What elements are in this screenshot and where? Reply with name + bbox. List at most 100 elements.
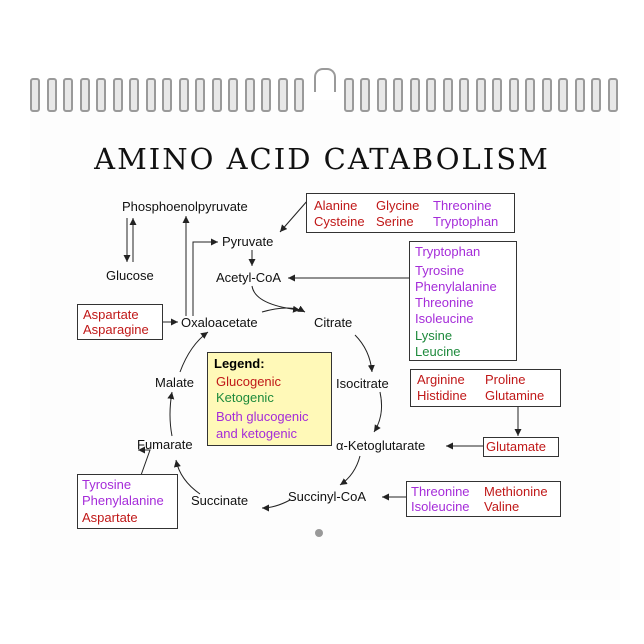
binding-ring (574, 78, 585, 112)
hanger-hook (314, 68, 336, 92)
binding-ring (261, 78, 271, 112)
aa-methionine: Methionine (484, 484, 548, 499)
acetyl-amino-acids-box: Tryptophan Tyrosine Phenylalanine Threon… (409, 241, 517, 361)
binding-ring (508, 78, 519, 112)
binding-ring (112, 78, 123, 112)
arc-malate-oxalo (179, 331, 209, 373)
binding-ring (558, 78, 568, 112)
aa-lysine: Lysine (415, 328, 453, 343)
binding-ring (277, 78, 288, 112)
aa-aspartate: Aspartate (82, 510, 138, 525)
binding-ring (294, 78, 304, 112)
binding-ring (79, 78, 90, 112)
binding-ring (30, 78, 40, 112)
aa-histidine: Histidine (417, 388, 467, 403)
binding-ring (426, 78, 436, 112)
label-acetyl-coa: Acetyl-CoA (216, 270, 282, 285)
label-fumarate: Fumarate (137, 437, 193, 452)
aa-alanine: Alanine (314, 198, 358, 213)
label-citrate: Citrate (314, 315, 353, 330)
binding-ring (376, 78, 387, 112)
arrow-group-to-fumarate (138, 446, 151, 479)
legend-glucogenic: Glucogenic (216, 374, 282, 389)
binding-ring (360, 78, 370, 112)
binding-ring (63, 78, 73, 112)
label-malate: Malate (155, 375, 195, 390)
aa-aspartate: Aspartate (83, 307, 139, 322)
arc-fumarate-malate (167, 391, 175, 437)
aa-tyrosine: Tyrosine (82, 477, 132, 492)
legend-title: Legend: (214, 356, 265, 371)
aa-glutamate: Glutamate (486, 439, 546, 454)
legend-both-line-2: and ketogenic (216, 426, 297, 441)
arc-isocitrate-akg (373, 391, 382, 433)
arrow-acetyl-to-citrate (251, 285, 301, 313)
label-phosphoenolpyruvate: Phosphoenolpyruvate (122, 199, 248, 214)
binding-ring (228, 78, 238, 112)
binding-ring (607, 78, 618, 112)
legend-both-line-1: Both glucogenic (216, 409, 309, 424)
label-alpha-ketoglutarate: α-Ketoglutarate (336, 438, 426, 453)
arrow-oxalo-to-pyruvate (192, 238, 218, 316)
label-succinyl-coa: Succinyl-CoA (288, 489, 367, 504)
binding-ring (393, 78, 403, 112)
arc-akg-succinyl (339, 455, 361, 486)
label-succinate: Succinate (191, 493, 249, 508)
label-isocitrate: Isocitrate (336, 376, 389, 391)
binding-ring (211, 78, 222, 112)
succinyl-amino-acids-box: Threonine Methionine Isoleucine Valine (406, 481, 561, 517)
aa-isoleucine: Isoleucine (415, 311, 474, 326)
binding-ring (129, 78, 139, 112)
aa-leucine: Leucine (415, 344, 461, 359)
binding-ring (492, 78, 502, 112)
aa-tyrosine: Tyrosine (415, 263, 465, 278)
pin-hole (315, 529, 323, 537)
binding-ring (442, 78, 453, 112)
aa-tryptophan: Tryptophan (433, 214, 499, 229)
legend-box: Legend: Glucogenic Ketogenic Both glucog… (207, 352, 332, 446)
glutamate-amino-acids-box: Arginine Proline Histidine Glutamine (410, 369, 561, 407)
spiral-binding (30, 78, 620, 118)
binding-ring (195, 78, 205, 112)
binding-ring (178, 78, 189, 112)
arrow-group-to-pyruvate (279, 199, 309, 233)
binding-ring (244, 78, 255, 112)
arc-succinyl-succinate (261, 499, 291, 512)
aa-valine: Valine (484, 499, 520, 514)
oxaloacetate-amino-acids-box: Aspartate Asparagine (77, 304, 163, 340)
aa-isoleucine: Isoleucine (411, 499, 470, 514)
binding-ring (46, 78, 57, 112)
aa-threonine: Threonine (411, 484, 470, 499)
arc-citrate-isocitrate (354, 334, 375, 373)
binding-ring (459, 78, 469, 112)
aa-threonine: Threonine (433, 198, 492, 213)
aa-tryptophan: Tryptophan (415, 244, 481, 259)
fumarate-amino-acids-box: Tyrosine Phenylalanine Aspartate (77, 474, 178, 529)
aa-phenylalanine: Phenylalanine (82, 493, 164, 508)
aa-glycine: Glycine (376, 198, 420, 213)
arc-succinate-fumarate (173, 459, 201, 495)
label-pyruvate: Pyruvate (222, 234, 274, 249)
label-glucose: Glucose (106, 268, 154, 283)
page-title: AMINO ACID CATABOLISM (94, 142, 550, 176)
aa-phenylalanine: Phenylalanine (415, 279, 497, 294)
aa-glutamine: Glutamine (485, 388, 545, 403)
aa-proline: Proline (485, 372, 526, 387)
pyruvate-amino-acids-box: Alanine Glycine Threonine Cysteine Serin… (306, 193, 515, 233)
aa-asparagine: Asparagine (83, 322, 149, 337)
binding-ring (591, 78, 601, 112)
binding-ring (475, 78, 486, 112)
label-oxaloacetate: Oxaloacetate (181, 315, 258, 330)
aa-cysteine: Cysteine (314, 214, 365, 229)
aa-serine: Serine (376, 214, 414, 229)
binding-ring (162, 78, 172, 112)
aa-arginine: Arginine (417, 372, 465, 387)
aa-threonine: Threonine (415, 295, 474, 310)
glutamate-box: Glutamate (483, 437, 559, 457)
binding-ring (96, 78, 106, 112)
legend-ketogenic: Ketogenic (216, 390, 274, 405)
binding-ring (541, 78, 552, 112)
arc-oxalo-citrate (261, 305, 306, 313)
